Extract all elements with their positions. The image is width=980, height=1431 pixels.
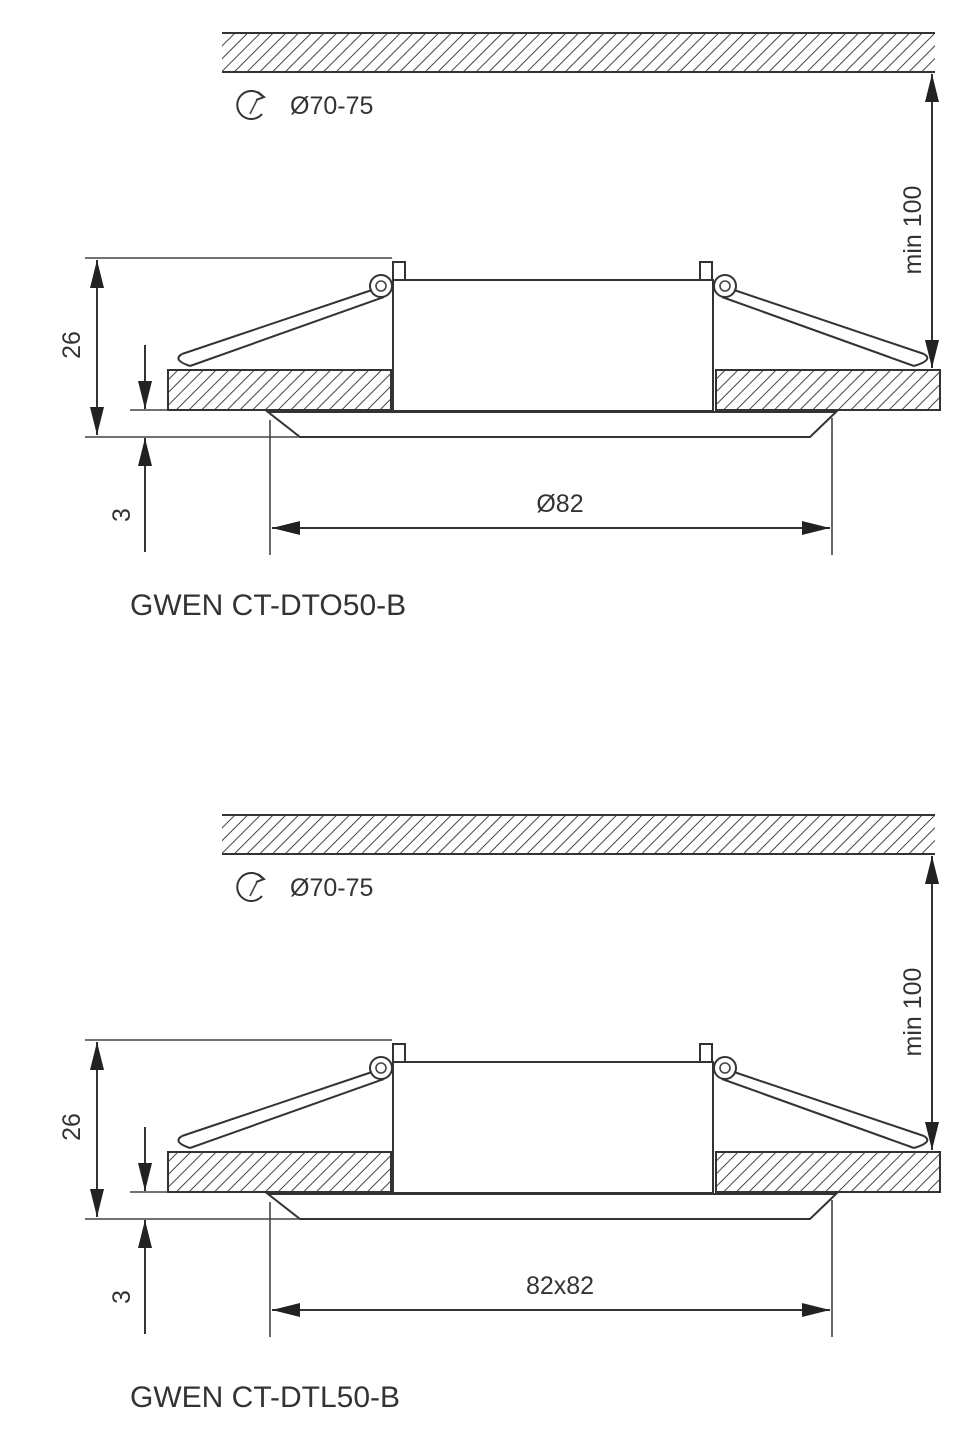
- ceiling-slab: [222, 814, 935, 855]
- model-name: GWEN CT-DTL50-B: [130, 1381, 400, 1414]
- clearance-label: min 100: [899, 968, 927, 1057]
- spring-clip-left: [177, 274, 393, 367]
- housing-tab-right: [699, 261, 713, 281]
- lamp-housing: [392, 1061, 714, 1194]
- ceiling-panel-left: [167, 1151, 392, 1193]
- bezel-ring: [265, 411, 839, 438]
- bezel-size-label: Ø82: [536, 490, 583, 518]
- ceiling-panel-left: [167, 369, 392, 411]
- bezel-thickness-label: 3: [108, 508, 136, 522]
- diagram-round-dto50: Ø70-75 min 100: [58, 32, 941, 622]
- spring-clip-right: [713, 274, 929, 367]
- height-label: 26: [58, 331, 86, 359]
- housing-tab-left: [392, 1043, 406, 1063]
- hole-diameter-label: Ø70-75: [290, 92, 373, 120]
- ceiling-panel-right: [715, 1151, 941, 1193]
- clearance-label: min 100: [899, 186, 927, 275]
- spring-clip-left: [177, 1056, 393, 1149]
- hole-diameter-label: Ø70-75: [290, 874, 373, 902]
- model-name: GWEN CT-DTO50-B: [130, 589, 406, 622]
- hole-saw-icon: [236, 872, 266, 902]
- height-label: 26: [58, 1113, 86, 1141]
- hole-saw-icon: [236, 90, 266, 120]
- spring-clip-right: [713, 1056, 929, 1149]
- housing-tab-right: [699, 1043, 713, 1063]
- bezel-plate: [265, 1193, 839, 1220]
- ceiling-slab: [222, 32, 935, 73]
- diagram-square-dtl50: Ø70-75 min 100 26: [58, 814, 941, 1414]
- housing-tab-left: [392, 261, 406, 281]
- ceiling-panel-right: [715, 369, 941, 411]
- bezel-size-label: 82x82: [526, 1272, 594, 1300]
- lamp-housing: [392, 279, 714, 412]
- bezel-thickness-label: 3: [108, 1290, 136, 1304]
